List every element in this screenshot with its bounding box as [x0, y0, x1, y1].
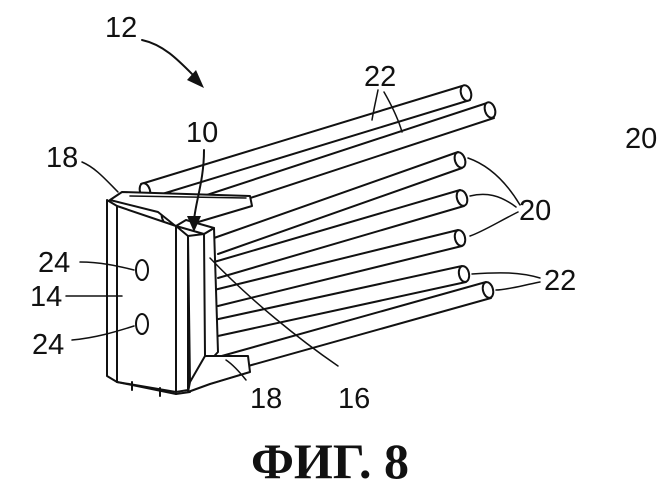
label-20-far: 20 — [625, 123, 657, 155]
label-14: 14 — [30, 281, 62, 313]
label-24-bottom: 24 — [32, 329, 64, 361]
label-24-top: 24 — [38, 247, 70, 279]
mounting-hole-top — [136, 260, 148, 280]
label-18-bottom: 18 — [250, 383, 282, 415]
side-plate — [117, 206, 176, 392]
label-20-mid: 20 — [519, 195, 551, 227]
label-10: 10 — [186, 117, 218, 149]
label-22-right: 22 — [544, 265, 576, 297]
front-plate — [176, 226, 188, 392]
label-18-top: 18 — [46, 142, 78, 174]
figure-caption: ФИГ. 8 — [251, 433, 409, 489]
mounting-hole-bottom — [136, 314, 148, 334]
label-16: 16 — [338, 383, 370, 415]
label-12: 12 — [105, 12, 137, 44]
side-plate-edge — [107, 200, 117, 382]
label-22-top: 22 — [364, 61, 396, 93]
